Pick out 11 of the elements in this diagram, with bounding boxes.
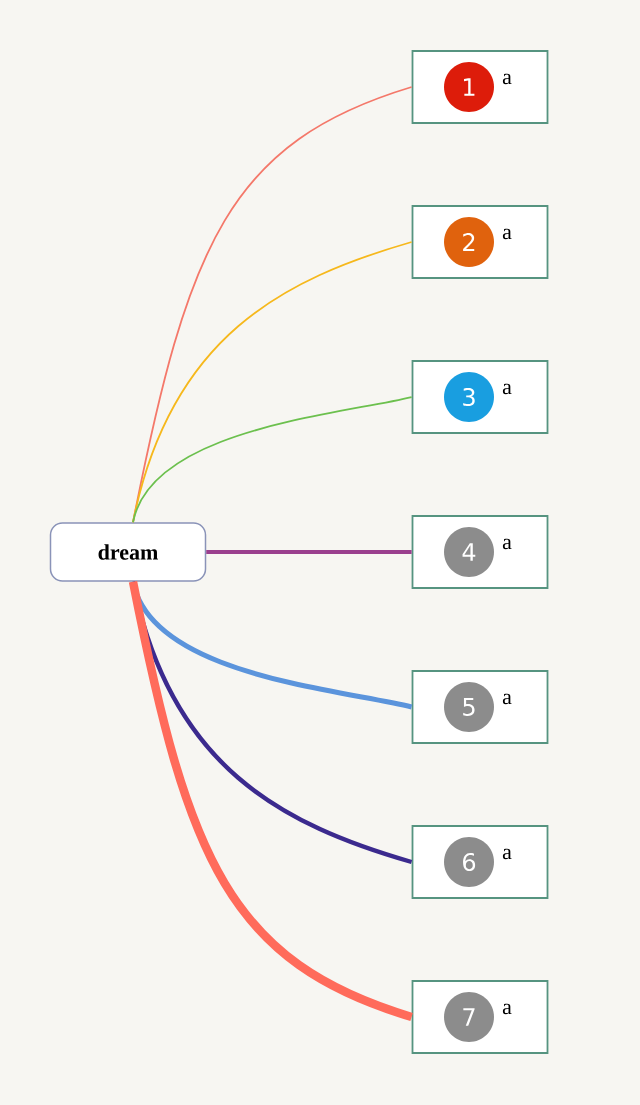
number-badge: 3 bbox=[444, 372, 494, 422]
branch-line bbox=[132, 396, 413, 524]
number-badge: 7 bbox=[444, 992, 494, 1042]
number-badge: 4 bbox=[444, 527, 494, 577]
number-badge: 2 bbox=[444, 217, 494, 267]
root-topic-box: dream bbox=[49, 522, 207, 582]
number-badge: 6 bbox=[444, 837, 494, 887]
number-badge: 1 bbox=[444, 62, 494, 112]
branch-line bbox=[206, 550, 412, 554]
branch-line bbox=[128, 580, 413, 1022]
number-badge: 5 bbox=[444, 682, 494, 732]
